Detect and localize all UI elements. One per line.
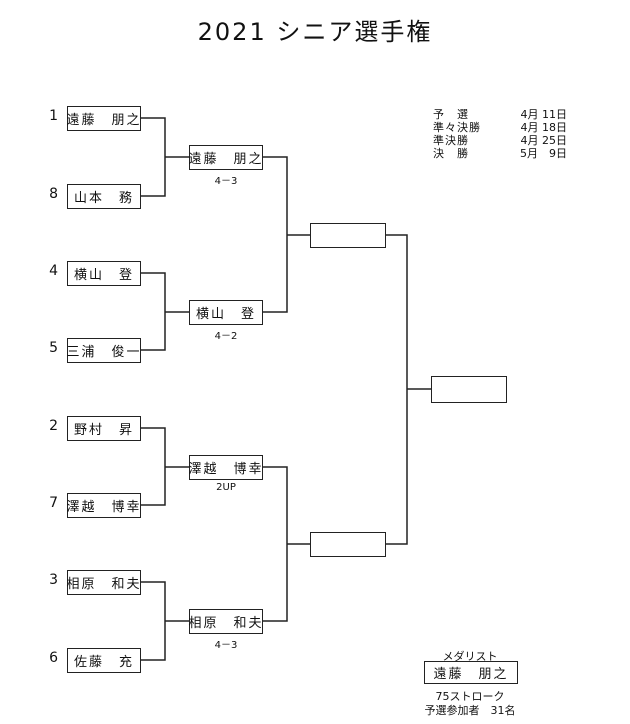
quarterfinal-winner-box: 遠藤 朋之 (189, 145, 263, 170)
medalist-label: メダリスト (442, 650, 498, 663)
medalist-strokes: 75ストローク (435, 690, 505, 703)
quarterfinal-winner-box: 澤越 博幸 (189, 455, 263, 480)
schedule-round: 準決勝 (433, 134, 469, 147)
quarterfinal-winner-box: 横山 登 (189, 300, 263, 325)
schedule-row: 準々決勝 4月 18日 (433, 121, 567, 134)
seed-number: 5 (49, 340, 58, 356)
player-box: 遠藤 朋之 (67, 106, 141, 131)
seed-number: 4 (49, 263, 58, 279)
match-score: 4－3 (214, 640, 238, 651)
schedule-row: 決 勝 5月 9日 (433, 147, 567, 160)
player-box: 山本 務 (67, 184, 141, 209)
semifinal-winner-box (310, 223, 386, 248)
quarterfinal-winner-box: 相原 和夫 (189, 609, 263, 634)
seed-number: 2 (49, 418, 58, 434)
schedule: 予 選 4月 11日 準々決勝 4月 18日 準決勝 4月 25日 決 勝 5月… (433, 108, 567, 160)
player-box: 野村 昇 (67, 416, 141, 441)
schedule-round: 決 勝 (433, 147, 469, 160)
schedule-date: 4月 18日 (520, 121, 568, 134)
seed-number: 1 (49, 108, 58, 124)
player-box: 相原 和夫 (67, 570, 141, 595)
seed-number: 7 (49, 495, 58, 511)
qualifier-participants: 予選参加者 31名 (424, 704, 516, 717)
schedule-date: 4月 25日 (520, 134, 568, 147)
schedule-round: 準々決勝 (433, 121, 481, 134)
schedule-round: 予 選 (433, 108, 469, 121)
match-score: 4－2 (214, 331, 238, 342)
semifinal-winner-box (310, 532, 386, 557)
page-title: 2021 シニア選手権 (197, 18, 433, 46)
match-score: 2UP (216, 482, 236, 493)
seed-number: 6 (49, 650, 58, 666)
seed-number: 3 (49, 572, 58, 588)
schedule-row: 準決勝 4月 25日 (433, 134, 567, 147)
player-box: 横山 登 (67, 261, 141, 286)
schedule-row: 予 選 4月 11日 (433, 108, 567, 121)
champion-box (431, 376, 507, 403)
player-box: 澤越 博幸 (67, 493, 141, 518)
schedule-date: 5月 9日 (520, 147, 567, 160)
player-box: 三浦 俊一 (67, 338, 141, 363)
match-score: 4－3 (214, 176, 238, 187)
seed-number: 8 (49, 186, 58, 202)
player-box: 佐藤 充 (67, 648, 141, 673)
schedule-date: 4月 11日 (520, 108, 568, 121)
medalist-box: 遠藤 朋之 (424, 661, 518, 684)
